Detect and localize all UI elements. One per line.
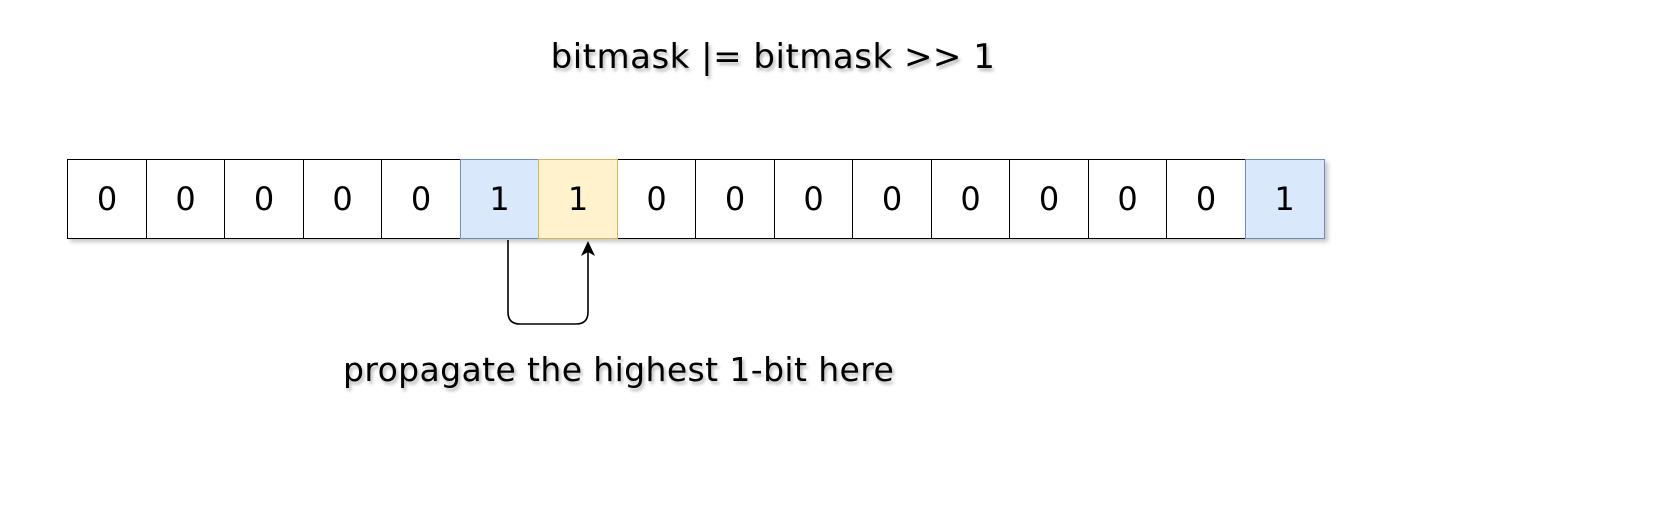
bit-cell: 0 xyxy=(852,159,932,239)
arrow-connector xyxy=(507,240,589,325)
propagated-bit-cell: 1 xyxy=(538,159,618,239)
bit-cell: 0 xyxy=(67,159,147,239)
bit-cell: 0 xyxy=(302,159,383,239)
bit-cell: 0 xyxy=(1166,159,1246,239)
bit-cell: 0 xyxy=(224,159,304,239)
highest-bit-cell: 1 xyxy=(459,159,540,239)
bitmask-row: 0 0 0 0 0 1 1 0 0 0 0 0 0 0 0 1 xyxy=(67,159,1325,239)
diagram-caption: propagate the highest 1-bit here xyxy=(343,350,895,389)
diagram-title: bitmask |= bitmask >> 1 xyxy=(550,37,996,77)
bit-cell: 0 xyxy=(695,159,775,239)
bit-cell: 0 xyxy=(381,159,461,239)
bit-cell: 0 xyxy=(1087,159,1168,239)
lowest-bit-cell: 1 xyxy=(1244,159,1325,239)
bit-cell: 0 xyxy=(145,159,226,239)
bit-cell: 0 xyxy=(930,159,1011,239)
bit-cell: 0 xyxy=(773,159,854,239)
bit-cell: 0 xyxy=(616,159,697,239)
bit-cell: 0 xyxy=(1009,159,1089,239)
arrowhead-icon xyxy=(581,241,595,256)
